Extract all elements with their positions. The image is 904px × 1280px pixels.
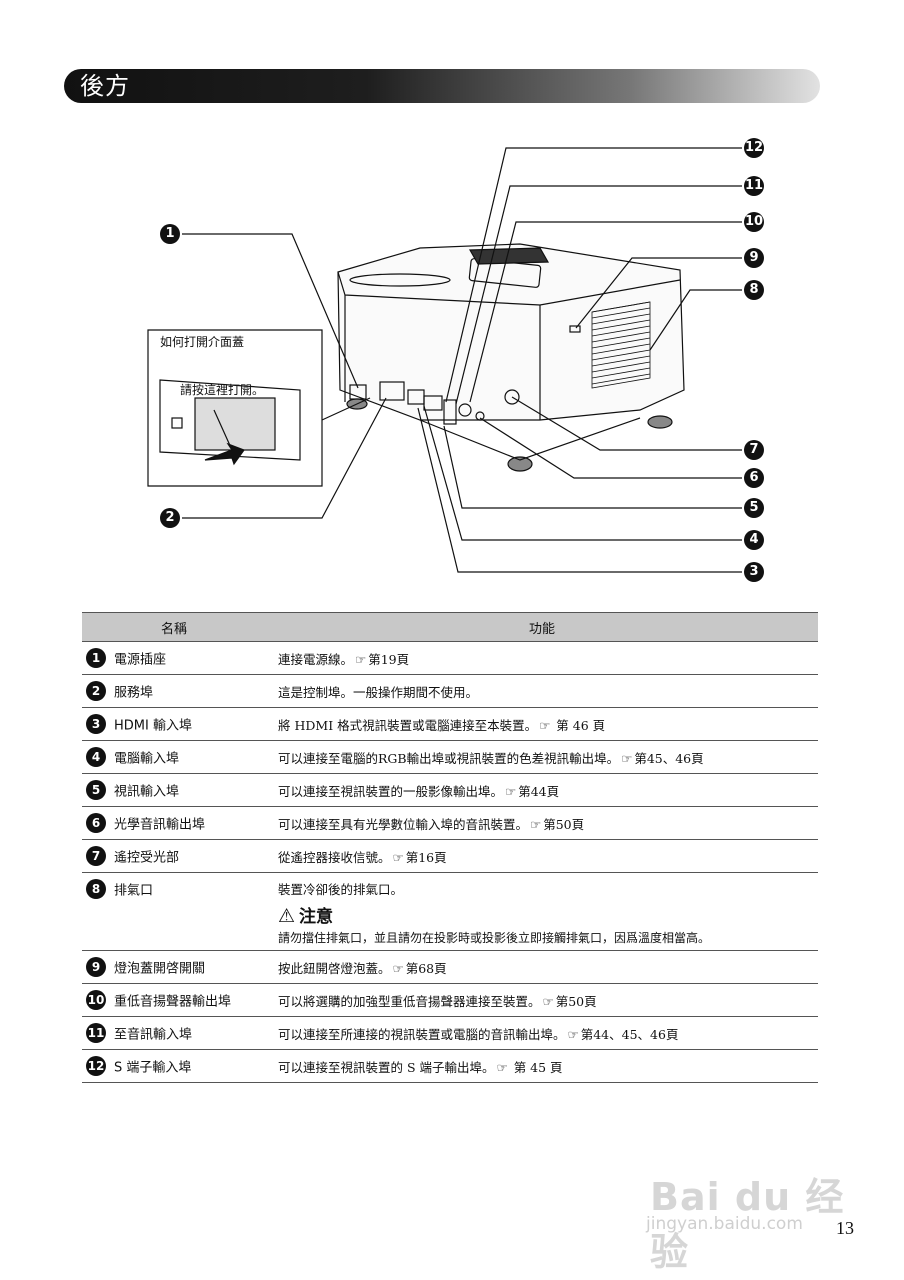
section-title-bar (64, 69, 820, 103)
page-ref-icon: ☞ (505, 783, 517, 799)
row-name: 服務埠 (114, 685, 154, 701)
callout-2: 2 (160, 508, 180, 528)
row-name: 至音訊輸入埠 (114, 1027, 193, 1043)
callout-9: 9 (744, 248, 764, 268)
row-number-badge: 12 (86, 1056, 106, 1076)
row-function: 可以連接至所連接的視訊裝置或電腦的音訊輸出埠。 (278, 1026, 566, 1042)
row-number-badge: 5 (86, 780, 106, 800)
table-row: 1 電源插座 連接電源線。☞第19頁 (82, 641, 818, 675)
page-title: 後方 (80, 72, 130, 100)
row-number-badge: 1 (86, 648, 106, 668)
page-ref-icon: ☞ (496, 1059, 508, 1075)
callout-5: 5 (744, 498, 764, 518)
inset-instruction: 請按這裡打開。 (180, 383, 265, 397)
row-function: 從遙控器接收信號。 (278, 849, 391, 865)
row-number-badge: 11 (86, 1023, 106, 1043)
table-row: 3 HDMI 輸入埠 將 HDMI 格式視訊裝置或電腦連接至本裝置。☞ 第 46 … (82, 707, 818, 741)
row-page-ref: 第45、46頁 (634, 750, 704, 766)
row-number-badge: 2 (86, 681, 106, 701)
table-row: 10 重低音揚聲器輸出埠 可以將選購的加強型重低音揚聲器連接至裝置。☞第50頁 (82, 983, 818, 1017)
row-function: 這是控制埠。一般操作期間不使用。 (278, 684, 479, 700)
row-page-ref: 第16頁 (405, 849, 447, 865)
row-number-badge: 8 (86, 879, 106, 899)
table-row: 4 電腦輸入埠 可以連接至電腦的RGB輸出埠或視訊裝置的色差視訊輸出埠。☞第45、… (82, 740, 818, 774)
page-ref-icon: ☞ (392, 849, 404, 865)
row-function: 可以連接至具有光學數位輸入埠的音訊裝置。 (278, 816, 529, 832)
table-row: 9 燈泡蓋開啓開關 按此鈕開啓燈泡蓋。☞第68頁 (82, 950, 818, 984)
baidu-watermark: Bai du 经验 jingyan.baidu.com (640, 1150, 850, 1274)
row-name: HDMI 輸入埠 (114, 718, 192, 734)
table-header-function: 功能 (266, 612, 818, 642)
row-number-badge: 6 (86, 813, 106, 833)
table-row: 2 服務埠 這是控制埠。一般操作期間不使用。 (82, 674, 818, 708)
row-page-ref: 第50頁 (543, 816, 585, 832)
page-ref-icon: ☞ (530, 816, 542, 832)
page-ref-icon: ☞ (539, 717, 551, 733)
row-function: 可以連接至電腦的RGB輸出埠或視訊裝置的色差視訊輸出埠。 (278, 750, 620, 766)
table-row: 11 至音訊輸入埠 可以連接至所連接的視訊裝置或電腦的音訊輸出埠。☞第44、45、… (82, 1016, 818, 1050)
row-function: 連接電源線。 (278, 651, 354, 667)
row-name: 遙控受光部 (114, 850, 180, 866)
table-row: 8 排氣口 裝置冷卻後的排氣口。 ⚠注意 請勿擋住排氣口，並且請勿在投影時或投影後… (82, 872, 818, 951)
inset-title: 如何打開介面蓋 (160, 335, 245, 349)
row-page-ref: 第19頁 (368, 651, 410, 667)
callout-10: 10 (744, 212, 764, 232)
page-ref-icon: ☞ (392, 960, 404, 976)
row-page-ref: 第 45 頁 (509, 1059, 563, 1075)
callout-11: 11 (744, 176, 764, 196)
row-number-badge: 9 (86, 957, 106, 977)
row-name: S 端子輸入埠 (114, 1060, 192, 1076)
callout-12: 12 (744, 138, 764, 158)
row-number-badge: 4 (86, 747, 106, 767)
table-header-name: 名稱 (82, 612, 266, 642)
row-name: 電源插座 (114, 652, 167, 668)
callout-3: 3 (744, 562, 764, 582)
row-function: 可以連接至視訊裝置的 S 端子輸出埠。 (278, 1059, 495, 1075)
projector-illustration (147, 147, 742, 573)
callout-8: 8 (744, 280, 764, 300)
table-row: 5 視訊輸入埠 可以連接至視訊裝置的一般影像輸出埠。☞第44頁 (82, 773, 818, 807)
row-page-ref: 第44、45、46頁 (580, 1026, 679, 1042)
row-name: 視訊輸入埠 (114, 784, 180, 800)
warning-triangle-icon: ⚠ (278, 905, 296, 927)
callout-7: 7 (744, 440, 764, 460)
watermark-url: jingyan.baidu.com (646, 1214, 803, 1234)
page-ref-icon: ☞ (621, 750, 633, 766)
row-function: 按此鈕開啓燈泡蓋。 (278, 960, 391, 976)
page-ref-icon: ☞ (567, 1026, 579, 1042)
row-function: 將 HDMI 格式視訊裝置或電腦連接至本裝置。 (278, 717, 538, 733)
row-function: 可以將選購的加強型重低音揚聲器連接至裝置。 (278, 993, 541, 1009)
row-name: 重低音揚聲器輸出埠 (114, 994, 232, 1010)
row-page-ref: 第68頁 (405, 960, 447, 976)
row-name: 電腦輸入埠 (114, 751, 180, 767)
row-name: 光學音訊輸出埠 (114, 817, 206, 833)
row-function: 可以連接至視訊裝置的一般影像輸出埠。 (278, 783, 504, 799)
row-number-badge: 7 (86, 846, 106, 866)
row-name: 燈泡蓋開啓開關 (114, 961, 206, 977)
row-page-ref: 第 46 頁 (552, 717, 606, 733)
row-page-ref: 第50頁 (555, 993, 597, 1009)
projector-rear-diagram: 如何打開介面蓋 請按這裡打開。 1 2 3 4 5 6 7 8 9 10 11 … (0, 120, 904, 600)
page-ref-icon: ☞ (542, 993, 554, 1009)
caution-label: 注意 (299, 907, 334, 927)
caution-text: 請勿擋住排氣口，並且請勿在投影時或投影後立即接觸排氣口，因爲溫度相當高。 (278, 931, 711, 945)
row-number-badge: 3 (86, 714, 106, 734)
table-row: 6 光學音訊輸出埠 可以連接至具有光學數位輸入埠的音訊裝置。☞第50頁 (82, 806, 818, 840)
callout-4: 4 (744, 530, 764, 550)
callout-6: 6 (744, 468, 764, 488)
table-row: 12 S 端子輸入埠 可以連接至視訊裝置的 S 端子輸出埠。☞ 第 45 頁 (82, 1049, 818, 1083)
page-ref-icon: ☞ (355, 651, 367, 667)
row-number-badge: 10 (86, 990, 106, 1010)
page-number: 13 (836, 1218, 854, 1238)
caution-heading: ⚠注意 (278, 902, 818, 927)
baidu-logo: Bai du 经验 (650, 1175, 845, 1274)
table-row: 7 遙控受光部 從遙控器接收信號。☞第16頁 (82, 839, 818, 873)
callout-1: 1 (160, 224, 180, 244)
row-function: 裝置冷卻後的排氣口。 (278, 882, 404, 897)
row-name: 排氣口 (114, 883, 154, 899)
row-page-ref: 第44頁 (518, 783, 560, 799)
